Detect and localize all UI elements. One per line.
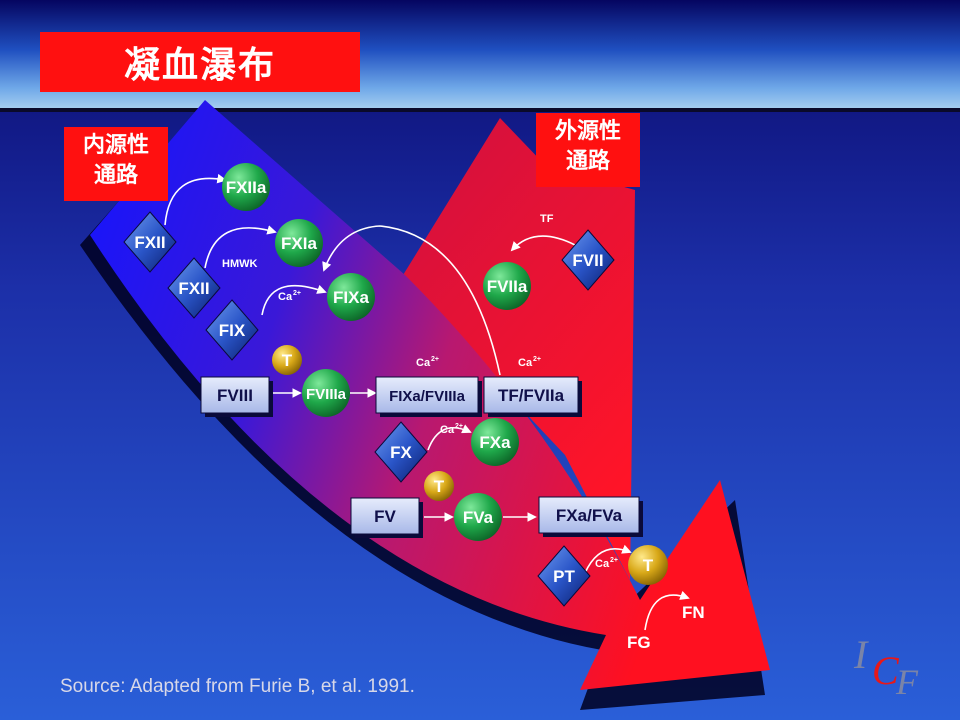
svg-text:FVa: FVa bbox=[463, 508, 494, 527]
svg-text:FVIIa: FVIIa bbox=[487, 277, 528, 296]
extrinsic-label-line1: 外源性 bbox=[554, 119, 621, 144]
box-fviii: FVIII bbox=[200, 376, 273, 417]
svg-text:FXII: FXII bbox=[178, 279, 209, 298]
extrinsic-label-line2: 通路 bbox=[565, 149, 610, 174]
svg-text:TF/FVIIa: TF/FVIIa bbox=[498, 386, 565, 405]
label-tf: TF bbox=[540, 213, 554, 225]
circle-thrombin-3: T bbox=[628, 545, 668, 585]
circle-fva: FVa bbox=[454, 493, 502, 541]
box-fv: FV bbox=[350, 497, 423, 538]
box-prothrombinase: FXa/FVa bbox=[538, 496, 643, 537]
extrinsic-pathway-label: 外源性 通路 bbox=[536, 113, 640, 187]
svg-text:FXII: FXII bbox=[134, 233, 165, 252]
box-tf-fviia: TF/FVIIa bbox=[483, 376, 582, 417]
label-fn: FN bbox=[682, 603, 705, 622]
svg-text:2+: 2+ bbox=[610, 557, 618, 564]
svg-text:Ca: Ca bbox=[595, 558, 610, 570]
svg-text:FV: FV bbox=[374, 507, 396, 526]
circle-thrombin-1: T bbox=[272, 345, 302, 375]
label-fg: FG bbox=[627, 633, 651, 652]
svg-text:FX: FX bbox=[390, 443, 412, 462]
diamond-fix: FIX bbox=[205, 299, 259, 361]
svg-text:Ca: Ca bbox=[440, 424, 455, 436]
svg-text:FIX: FIX bbox=[219, 321, 246, 340]
reaction-arrows bbox=[164, 173, 690, 631]
circle-thrombin-2: T bbox=[424, 471, 454, 501]
svg-text:I: I bbox=[853, 632, 869, 677]
diamond-fvii: FVII bbox=[561, 229, 615, 291]
label-calcium-tf: Ca 2+ bbox=[518, 356, 541, 369]
source-citation: Source: Adapted from Furie B, et al. 199… bbox=[60, 676, 415, 697]
circle-fxia: FXIa bbox=[275, 219, 323, 267]
diamond-fxii-2: FXII bbox=[167, 257, 221, 319]
svg-text:FVII: FVII bbox=[572, 251, 603, 270]
circle-fixa: FIXa bbox=[327, 273, 375, 321]
svg-text:FVIII: FVIII bbox=[217, 386, 253, 405]
intrinsic-label-line2: 通路 bbox=[93, 163, 138, 188]
icf-logo: I C F bbox=[853, 632, 919, 700]
svg-text:C: C bbox=[872, 648, 900, 693]
svg-text:2+: 2+ bbox=[533, 356, 541, 363]
intrinsic-label-line1: 内源性 bbox=[82, 133, 149, 158]
diamond-fx: FX bbox=[374, 421, 428, 483]
extrinsic-arrow bbox=[400, 118, 635, 580]
box-tenase: FIXa/FVIIIa bbox=[375, 376, 482, 417]
svg-text:FXIIa: FXIIa bbox=[226, 178, 267, 197]
svg-text:FXIa: FXIa bbox=[281, 234, 317, 253]
svg-text:2+: 2+ bbox=[431, 356, 439, 363]
page-title: 凝血瀑布 bbox=[40, 32, 360, 92]
diamond-pt: PT bbox=[537, 545, 591, 607]
svg-text:Ca: Ca bbox=[278, 291, 293, 303]
svg-text:FIXa/FVIIIa: FIXa/FVIIIa bbox=[389, 388, 466, 405]
circle-fviiia: FVIIIa bbox=[302, 369, 350, 417]
label-hmwk: HMWK bbox=[222, 258, 257, 270]
svg-text:Ca: Ca bbox=[518, 357, 533, 369]
label-calcium-pt: Ca 2+ bbox=[595, 557, 618, 570]
svg-text:T: T bbox=[643, 556, 654, 575]
circle-fviia: FVIIa bbox=[483, 262, 531, 310]
header-divider bbox=[0, 108, 960, 112]
label-calcium-tenase: Ca 2+ bbox=[416, 356, 439, 369]
svg-text:2+: 2+ bbox=[293, 290, 301, 297]
svg-text:T: T bbox=[434, 477, 445, 496]
diamond-fxii-1: FXII bbox=[123, 211, 177, 273]
circle-fxa: FXa bbox=[471, 418, 519, 466]
svg-text:FXa/FVa: FXa/FVa bbox=[556, 506, 623, 525]
svg-text:F: F bbox=[895, 662, 919, 700]
svg-text:FXa: FXa bbox=[479, 433, 511, 452]
label-calcium-fix: Ca 2+ bbox=[278, 290, 301, 303]
svg-text:Ca: Ca bbox=[416, 357, 431, 369]
svg-text:2+: 2+ bbox=[455, 423, 463, 430]
svg-text:T: T bbox=[282, 351, 293, 370]
svg-text:FIXa: FIXa bbox=[333, 288, 369, 307]
intrinsic-pathway-label: 内源性 通路 bbox=[64, 127, 168, 201]
svg-text:PT: PT bbox=[553, 567, 575, 586]
label-calcium-fx: Ca 2+ bbox=[440, 423, 463, 436]
svg-text:FVIIIa: FVIIIa bbox=[306, 386, 347, 403]
circle-fxiia: FXIIa bbox=[222, 163, 270, 211]
